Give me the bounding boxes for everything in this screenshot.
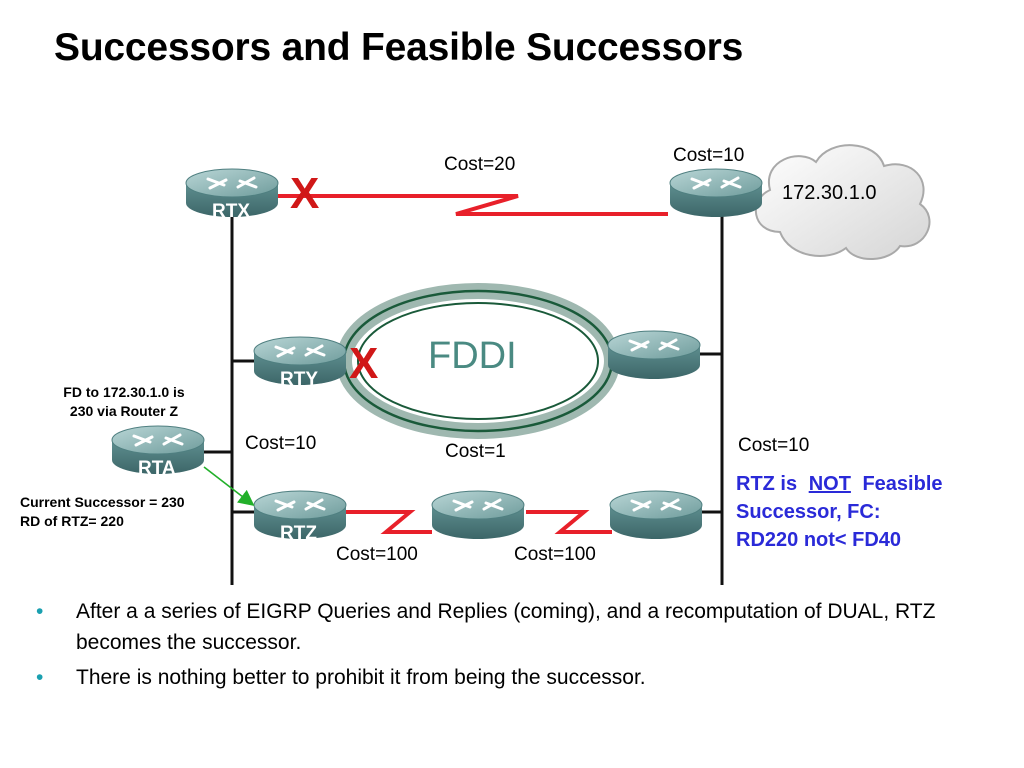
- cost-rtz-link-1: Cost=100: [336, 544, 418, 565]
- ethernet-segments: [204, 215, 724, 585]
- router-rta: RTA: [110, 424, 206, 479]
- router-fddi-right: [606, 329, 702, 381]
- bullet-marker: •: [36, 666, 44, 689]
- router-label: RTX: [212, 201, 250, 222]
- fc-note-line1: RTZ is NOT Feasible: [736, 473, 943, 495]
- fc-note-emphasis: NOT: [809, 473, 851, 495]
- router-label: RTA: [138, 458, 176, 479]
- bullet-text: After a a series of EIGRP Queries and Re…: [76, 600, 936, 654]
- router-chain-right: [608, 489, 704, 541]
- rtz-serial-link-1: [346, 510, 432, 534]
- fc-note-line3: RD220 not< FD40: [736, 529, 901, 551]
- bullet-item: • There is nothing better to prohibit it…: [36, 662, 976, 693]
- bullet-list: • After a a series of EIGRP Queries and …: [36, 596, 976, 697]
- fddi-ring: FDDI: [336, 283, 620, 439]
- network-cloud: 172.30.1.0: [754, 144, 931, 261]
- cost-fddi-ring: Cost=1: [445, 441, 506, 462]
- rta-fd-note-line1: FD to 172.30.1.0 is: [63, 384, 185, 400]
- fc-note-prefix: RTZ is: [736, 473, 797, 495]
- rtz-serial-link-2: [526, 510, 612, 534]
- feasibility-note: RTZ is NOT Feasible Successor, FC: RD220…: [736, 473, 943, 551]
- router-mid: [430, 489, 526, 541]
- router-rty: RTY: [252, 335, 348, 390]
- cost-dest-link: Cost=10: [673, 145, 744, 166]
- router-rtx: RTX: [184, 167, 280, 222]
- router-rtz: RTZ: [252, 489, 348, 544]
- failure-mark-rtx: X: [290, 169, 319, 218]
- rta-successor-note-line2: RD of RTZ= 220: [20, 513, 124, 529]
- cost-rtx-link: Cost=20: [444, 154, 515, 175]
- rta-successor-note-line1: Current Successor = 230: [20, 494, 185, 510]
- cost-rtz-link-2: Cost=100: [514, 544, 596, 565]
- fc-note-line2: Successor, FC:: [736, 501, 881, 523]
- cost-right-segment: Cost=10: [738, 435, 809, 456]
- network-label: 172.30.1.0: [782, 182, 877, 204]
- router-label: RTY: [280, 369, 318, 390]
- rta-fd-note-line2: 230 via Router Z: [70, 403, 179, 419]
- network-diagram: FDDI 172.30.1.0 RTX RTY RTA RTZ X X Cost…: [20, 144, 943, 585]
- successor-arrow: [203, 466, 255, 506]
- cost-left-segment: Cost=10: [245, 433, 316, 454]
- failure-mark-rty: X: [349, 339, 378, 388]
- rtx-serial-link: [278, 194, 668, 216]
- slide-title: Successors and Feasible Successors: [54, 26, 744, 69]
- router-destination: [668, 167, 764, 219]
- fc-note-suffix: Feasible: [862, 473, 942, 495]
- bullet-marker: •: [36, 600, 44, 623]
- router-label: RTZ: [280, 523, 317, 544]
- bullet-item: • After a a series of EIGRP Queries and …: [36, 596, 976, 658]
- fddi-label: FDDI: [428, 335, 517, 377]
- bullet-text: There is nothing better to prohibit it f…: [76, 666, 646, 689]
